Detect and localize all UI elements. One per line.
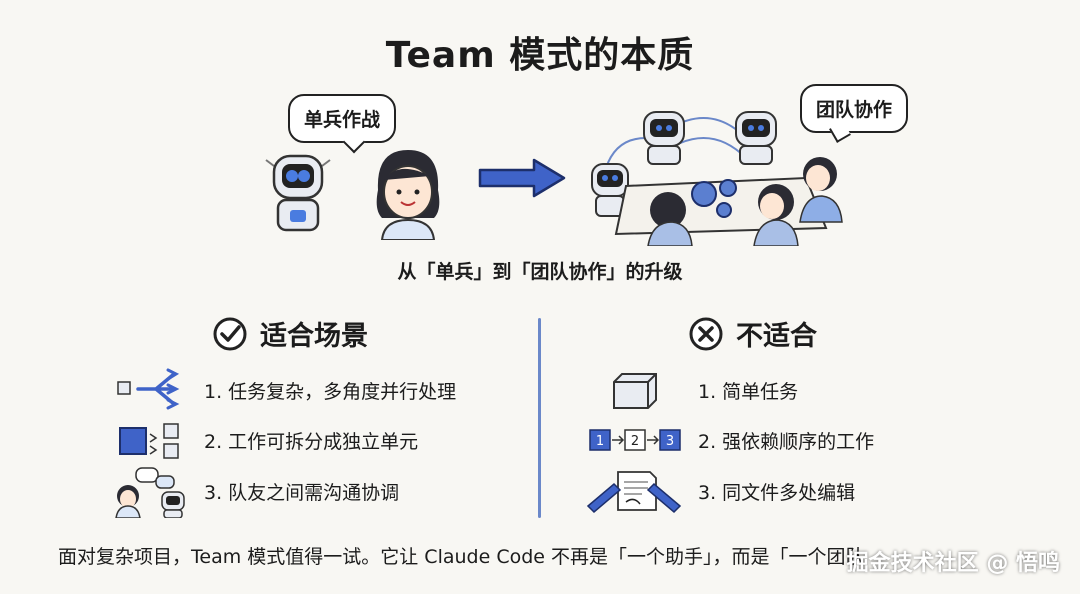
girl-icon	[647, 192, 693, 246]
robot-icon	[591, 163, 629, 217]
unsuitable-item-2: 2. 强依赖顺序的工作	[698, 431, 875, 453]
solo-illustration	[265, 150, 440, 240]
girl-icon	[753, 184, 799, 246]
suitable-item-2: 2. 工作可拆分成独立单元	[204, 431, 419, 453]
robot-icon	[643, 111, 685, 165]
footer-summary: 面对复杂项目，Team 模式值得一试。它让 Claude Code 不再是「一个…	[58, 546, 865, 568]
sequential-steps-icon: 1 2 3	[589, 429, 681, 451]
suitable-heading: 适合场景	[212, 314, 368, 353]
suitable-item-3: 3. 队友之间需沟通协调	[204, 482, 400, 504]
step-number-3: 3	[666, 434, 674, 449]
section-divider	[538, 318, 541, 518]
unsuitable-heading-label: 不适合	[736, 321, 817, 352]
unsuitable-item-1: 1. 简单任务	[698, 381, 799, 403]
unsuitable-heading: 不适合	[688, 314, 817, 353]
upgrade-caption: 从「单兵」到「团队协作」的升级	[397, 261, 683, 283]
speech-bubble-team: 团队协作	[800, 84, 909, 133]
gears-icon	[691, 179, 737, 218]
suitable-item-1: 1. 任务复杂，多角度并行处理	[204, 381, 457, 403]
multi-edit-file-icon	[586, 471, 682, 514]
suitable-heading-label: 适合场景	[260, 321, 368, 352]
girl-icon	[376, 150, 440, 240]
parallel-split-icon	[117, 368, 180, 410]
check-circle-icon	[213, 317, 247, 350]
teammates-chat-icon	[115, 467, 185, 518]
robot-icon	[735, 111, 777, 165]
x-circle-icon	[689, 317, 723, 350]
watermark: 掘金技术社区 @ 悟鸣	[846, 551, 1060, 576]
unsuitable-item-3: 3. 同文件多处编辑	[698, 482, 856, 504]
team-illustration	[591, 111, 843, 246]
step-number-2: 2	[631, 434, 639, 449]
girl-icon	[799, 157, 843, 223]
robot-icon	[265, 154, 331, 232]
step-number-1: 1	[596, 434, 604, 449]
split-units-icon	[119, 423, 179, 459]
speech-bubble-solo: 单兵作战	[288, 94, 397, 143]
page-title: Team 模式的本质	[385, 35, 695, 76]
simple-box-icon	[613, 373, 657, 409]
right-arrow-icon	[478, 158, 566, 198]
